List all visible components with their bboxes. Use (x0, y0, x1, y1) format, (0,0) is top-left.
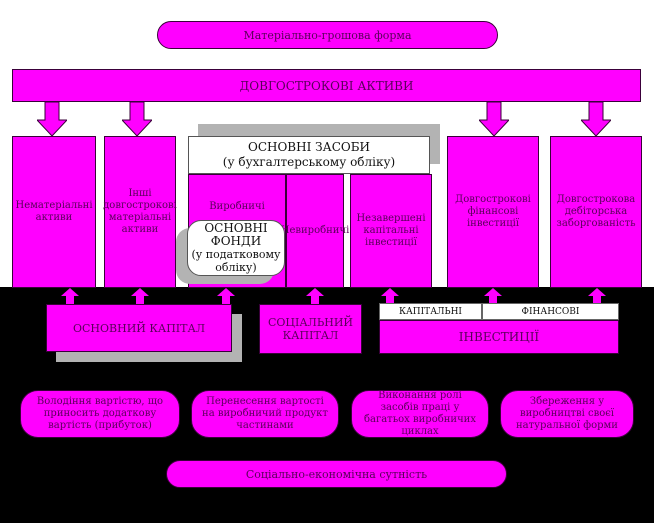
fixed-capital-box: ОСНОВНИЙ КАПІТАЛ (46, 304, 232, 352)
arrow-up-4 (306, 288, 324, 304)
arrow-down-intangible (37, 102, 67, 136)
fixed-funds-subtitle: (у податковому обліку) (191, 248, 281, 274)
arrow-down-financial-investments (479, 102, 509, 136)
fixed-funds-box: ОСНОВНІ ФОНДИ (у податковому обліку) (187, 220, 285, 276)
production-label: Виробничі (209, 201, 265, 212)
arrow-up-2 (131, 288, 149, 304)
arrow-up-3 (217, 288, 235, 304)
long-term-financial-investments-box: Довгострокові фінансові інвестиції (447, 136, 539, 288)
long-term-assets-bar: ДОВГОСТРОКОВІ АКТИВИ (12, 69, 641, 102)
arrow-up-1 (61, 288, 79, 304)
arrow-down-receivables (581, 102, 611, 136)
arrow-up-6 (484, 288, 502, 304)
property-pill-3: Виконання ролі засобів праці у багатьох … (351, 390, 489, 438)
intangible-assets-box: Нематеріальні активи (12, 136, 96, 288)
property-pill-2: Перенесення вартості на виробничий проду… (191, 390, 339, 438)
arrow-up-5 (381, 288, 399, 304)
capital-investments-label: КАПІТАЛЬНІ (379, 303, 482, 320)
other-material-assets-box: Інші довгострокові матеріальні активи (103, 136, 177, 288)
arrow-up-7 (588, 288, 606, 304)
material-monetary-form-pill: Матеріально-грошова форма (157, 21, 498, 49)
non-production-assets-box: Невиробничі (281, 174, 349, 288)
unfinished-investments-box: Незавершені капітальні інвестиції (350, 174, 432, 288)
fixed-assets-header: ОСНОВНІ ЗАСОБИ (у бухгалтерському обліку… (188, 136, 430, 174)
fixed-assets-title: ОСНОВНІ ЗАСОБИ (247, 140, 371, 154)
fixed-funds-title: ОСНОВНІ ФОНДИ (204, 221, 268, 248)
fixed-assets-subtitle: (у бухгалтерському обліку) (222, 155, 396, 169)
socio-economic-essence-pill: Соціально-економічна сутність (166, 460, 507, 488)
financial-investments-label: ФІНАНСОВІ (482, 303, 619, 320)
property-pill-4: Збереження у виробництві своєї натуральн… (500, 390, 634, 438)
social-capital-box: СОЦІАЛЬНИЙ КАПІТАЛ (259, 304, 362, 354)
investments-box: ІНВЕСТИЦІЇ (379, 320, 619, 354)
property-pill-1: Володіння вартістю, що приносить додатко… (20, 390, 180, 438)
long-term-receivables-box: Довгострокова дебіторська заборгованість (550, 136, 642, 288)
arrow-down-other-material (122, 102, 152, 136)
